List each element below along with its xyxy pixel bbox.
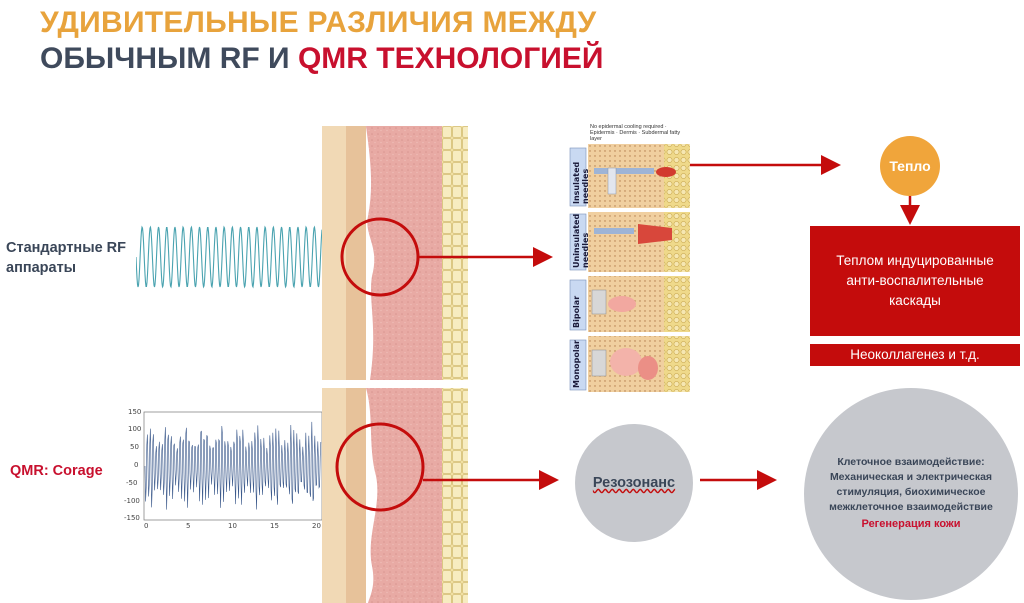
heat-cascade-text: Теплом индуцированные анти-воспалительны… xyxy=(836,253,994,308)
panel-top-labels: No epidermal cooling required · Epidermi… xyxy=(590,124,681,142)
y-tick-minus-150: -150 xyxy=(124,514,140,522)
panel-label-uninsulated: Uninsulated needles xyxy=(572,213,590,268)
panel-top-label-1: No epidermal cooling required xyxy=(590,124,664,130)
standard-rf-waveform xyxy=(136,225,323,289)
panel-top-label-3: Dermis xyxy=(619,130,637,136)
y-tick-minus-50: -50 xyxy=(126,479,138,487)
skin-regeneration-text: Регенерация кожи xyxy=(861,518,961,530)
y-tick-150: 150 xyxy=(128,408,142,416)
title-line-2-accent: QMR ТЕХНОЛОГИЕЙ xyxy=(297,42,604,75)
panel-label-insulated: Insulated needles xyxy=(572,161,590,204)
standard-rf-label: Стандартные RF аппараты xyxy=(6,240,126,276)
y-tick-50: 50 xyxy=(130,443,139,451)
cell-interaction-circle: Клеточное взаимодействие: Механическая и… xyxy=(804,388,1018,600)
rf-types-figure: Insulated needles Uninsulated needles Bi… xyxy=(568,124,690,394)
qmr-waveform-line xyxy=(144,421,322,510)
title-line-2-part-1: ОБЫЧНЫМ RF И xyxy=(40,42,298,75)
x-tick-10: 10 xyxy=(228,522,237,530)
neocollagenesis-text: Неоколлагенез и т.д. xyxy=(850,347,980,362)
cell-interaction-text: Клеточное взаимодействие: Механическая и… xyxy=(829,456,993,513)
resonance-label: Резозонанс xyxy=(592,475,676,491)
qmr-signal-graph: 150 100 50 0 -50 -100 -150 0 5 10 15 20 xyxy=(124,408,326,534)
skin-cross-section xyxy=(322,126,468,603)
panel-label-monopolar: Monopolar xyxy=(572,340,581,388)
panel-top-label-2: Epidermis xyxy=(590,130,615,136)
heat-label: Тепло xyxy=(889,158,931,174)
y-tick-0: 0 xyxy=(134,461,139,469)
x-tick-5: 5 xyxy=(186,522,191,530)
resonance-circle: Резозонанс xyxy=(575,424,693,542)
x-tick-20: 20 xyxy=(312,522,321,530)
y-tick-100: 100 xyxy=(128,425,142,433)
title-line-1: УДИВИТЕЛЬНЫЕ РАЗЛИЧИЯ МЕЖДУ xyxy=(40,6,597,39)
panel-top-label-4: Subdermal fatty layer xyxy=(590,130,681,142)
title-line-2: ОБЫЧНЫМ RF И QMR ТЕХНОЛОГИЕЙ xyxy=(40,42,603,76)
neocollagenesis-box: Неоколлагенез и т.д. xyxy=(810,344,1020,366)
heat-cascade-box: Теплом индуцированные анти-воспалительны… xyxy=(810,226,1020,336)
heat-circle: Тепло xyxy=(880,136,940,196)
y-tick-minus-100: -100 xyxy=(124,497,140,505)
panel-label-bipolar: Bipolar xyxy=(572,295,581,328)
qmr-corage-label: QMR: Corage xyxy=(10,463,103,479)
x-tick-15: 15 xyxy=(270,522,279,530)
x-tick-0: 0 xyxy=(144,522,149,530)
